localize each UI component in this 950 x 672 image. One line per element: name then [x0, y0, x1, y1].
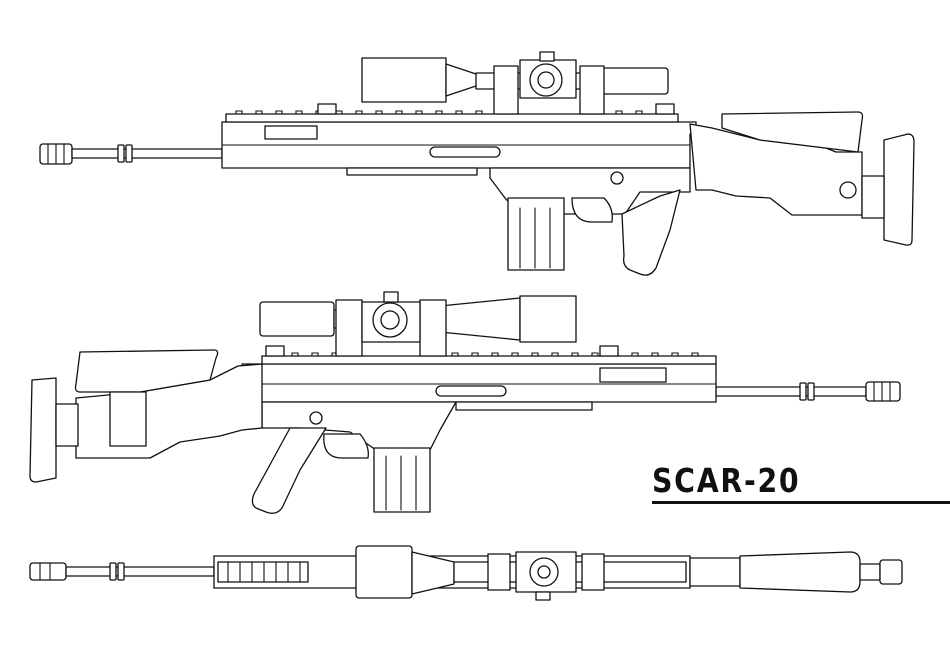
- scope-objective-bell: [356, 546, 412, 598]
- charging-handle: [430, 147, 500, 157]
- trigger-guard: [572, 198, 612, 222]
- magazine: [374, 448, 430, 512]
- top-rail: [218, 562, 308, 582]
- trigger-guard: [324, 434, 369, 458]
- scope-mount-front: [488, 554, 510, 590]
- rifle-model-title: SCAR-20: [652, 461, 801, 500]
- butt-pad: [880, 560, 902, 584]
- fire-selector-dial: [310, 412, 322, 424]
- cheek-rest: [740, 552, 860, 592]
- cheek-rest: [722, 112, 863, 152]
- scope-mount-rear: [336, 300, 362, 356]
- muzzle-brake: [30, 563, 66, 580]
- scope-mount-front: [494, 66, 518, 114]
- top-rail: [262, 356, 716, 364]
- scope-mount-rear: [580, 66, 604, 114]
- ejection-port: [265, 126, 317, 139]
- pistol-grip: [252, 428, 326, 513]
- pistol-grip: [622, 190, 680, 275]
- cheek-rest: [76, 350, 218, 392]
- stock: [690, 558, 740, 586]
- title-underline: [652, 501, 950, 504]
- lower-rail: [347, 168, 477, 175]
- scope-objective-bell: [362, 58, 446, 102]
- scope-tube-front: [412, 552, 454, 594]
- fire-selector-dial: [611, 172, 623, 184]
- ejection-port: [600, 368, 666, 382]
- magazine: [508, 198, 564, 270]
- top-rail: [226, 114, 678, 122]
- lower-rail: [456, 402, 592, 410]
- butt-pad: [30, 378, 56, 482]
- butt-pad: [884, 134, 914, 245]
- barrel: [66, 567, 214, 576]
- scope-objective-bell: [520, 296, 576, 342]
- scope-mount-rear: [582, 554, 604, 590]
- charging-handle: [436, 386, 506, 396]
